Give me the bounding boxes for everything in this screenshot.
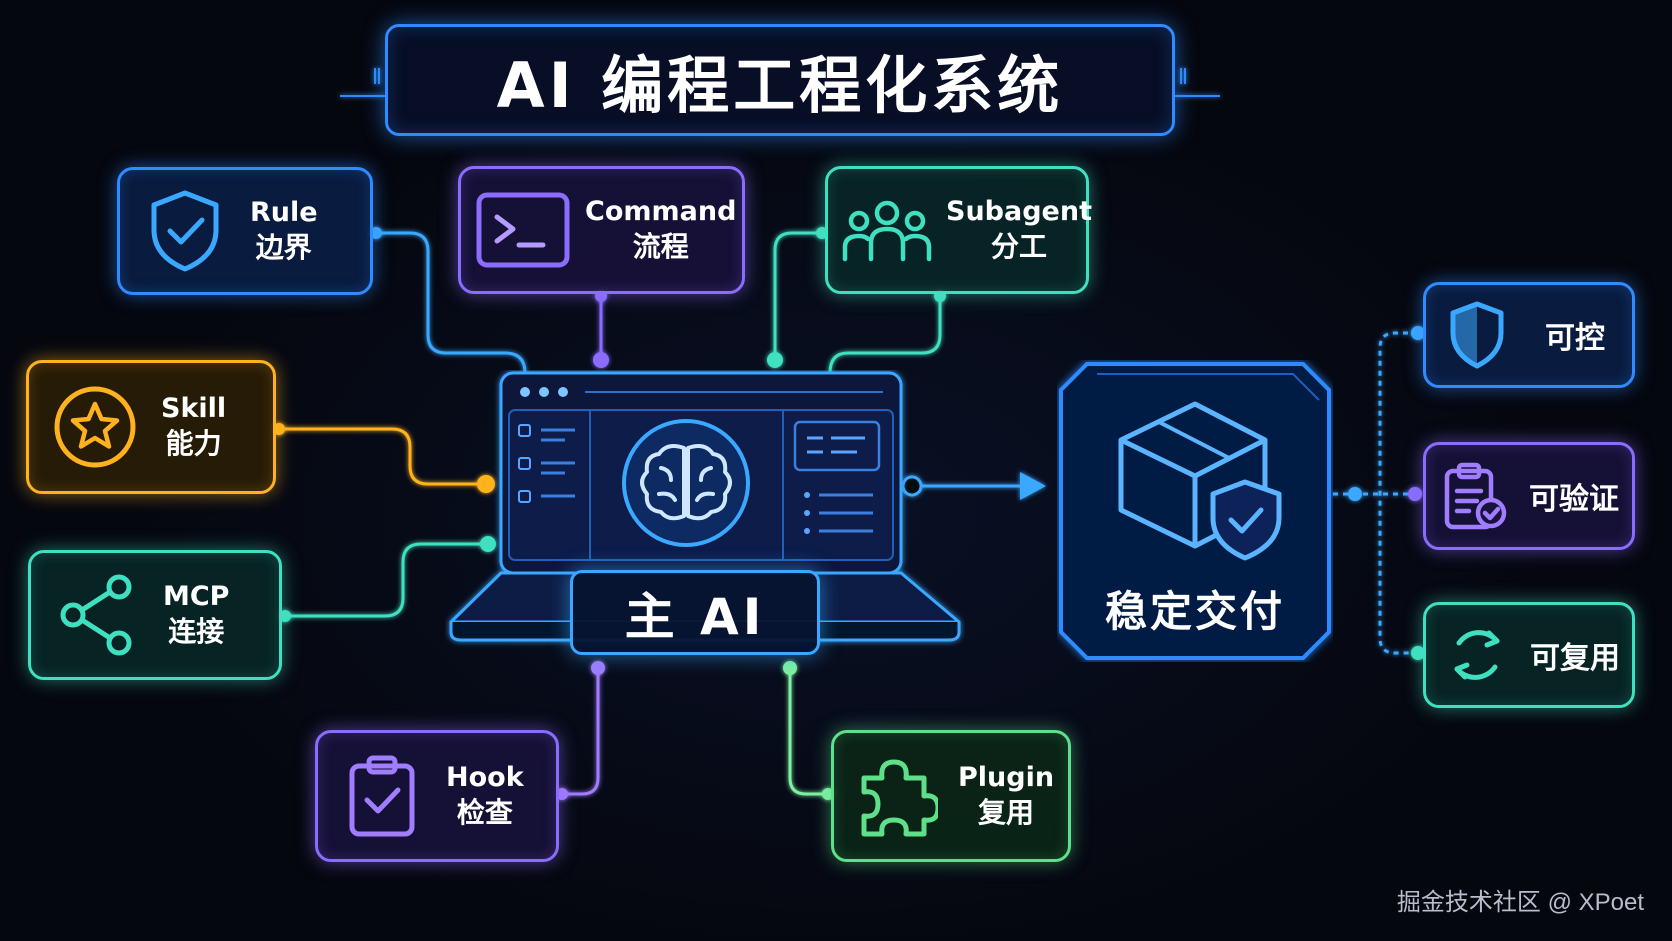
node-rule-zh: 边界 [255,231,312,265]
node-command-zh: 流程 [632,230,689,264]
outcome-label: 可控 [1545,321,1605,356]
page-title: AI 编程工程化系统 [496,49,1064,122]
star-badge-icon [29,363,161,491]
clipboard-check-icon [318,733,446,859]
dot [593,352,609,368]
main-ai-label: 主 AI [570,570,820,655]
node-command-labels: Command 流程 [585,194,736,265]
wire-subagent [773,231,822,360]
watermark: 掘金技术社区 @ XPoet [1396,889,1644,916]
users-icon [828,169,946,291]
delivery-panel [1059,362,1331,660]
node-mcp-labels: MCP 连接 [163,579,229,650]
node-subagent: Subagent 分工 [825,166,1092,294]
wire-mcp [285,542,488,618]
node-hook-en: Hook [446,762,524,794]
wire-hook [562,668,600,796]
node-skill: Skill 能力 [26,360,276,494]
shield-check-icon [120,170,250,292]
node-plugin-labels: Plugin 复用 [958,760,1054,831]
dot [556,788,568,800]
outcome-controllable: 可控 [1423,282,1635,388]
wire-outcome-1 [1378,331,1418,655]
dot [1411,326,1425,340]
dot [1348,487,1362,501]
dot [591,661,605,675]
deliver-arrowhead [1020,472,1046,500]
node-plugin-en: Plugin [958,762,1055,794]
dot [1411,646,1425,660]
delivery-label: 稳定交付 [1104,587,1285,636]
wire-skill [279,427,486,486]
node-mcp-en: MCP [163,581,230,613]
node-plugin: Plugin 复用 [831,730,1071,862]
outcome-reusable: 可复用 [1423,602,1635,708]
title-panel: AI 编程工程化系统 [385,24,1175,136]
dot [901,475,923,497]
node-rule-en: Rule [250,197,318,229]
outcome-label: 可复用 [1530,641,1620,676]
node-plugin-zh: 复用 [978,796,1035,830]
wire-plugin [788,668,828,796]
wire-subagent-2 [828,296,942,374]
refresh-icon [1436,605,1518,705]
node-skill-labels: Skill 能力 [161,391,226,462]
wire-rule [376,231,527,374]
shield-icon [1436,285,1518,385]
outcome-label: 可验证 [1529,482,1619,517]
dot [273,423,285,435]
node-command-en: Command [585,196,737,228]
share-icon [31,553,163,677]
dot [1408,487,1422,501]
node-mcp: MCP 连接 [28,550,282,680]
dot [477,475,495,493]
node-skill-en: Skill [161,393,227,425]
dot [767,352,783,368]
node-hook: Hook 检查 [315,730,559,862]
node-skill-zh: 能力 [165,427,222,461]
dot [279,610,291,622]
puzzle-icon [834,733,958,859]
node-hook-labels: Hook 检查 [446,760,524,831]
node-rule: Rule 边界 [117,167,373,295]
node-subagent-en: Subagent [946,196,1092,228]
node-hook-zh: 检查 [456,796,513,830]
outcome-verifiable: 可验证 [1423,442,1635,550]
node-subagent-labels: Subagent 分工 [946,194,1092,265]
node-mcp-zh: 连接 [168,615,225,649]
node-command: Command 流程 [458,166,745,294]
terminal-icon [461,169,585,291]
dot [783,661,797,675]
node-rule-labels: Rule 边界 [250,195,318,266]
dot [480,536,496,552]
dot [370,227,382,239]
node-subagent-zh: 分工 [990,230,1047,264]
clipboard-list-icon [1434,445,1516,547]
